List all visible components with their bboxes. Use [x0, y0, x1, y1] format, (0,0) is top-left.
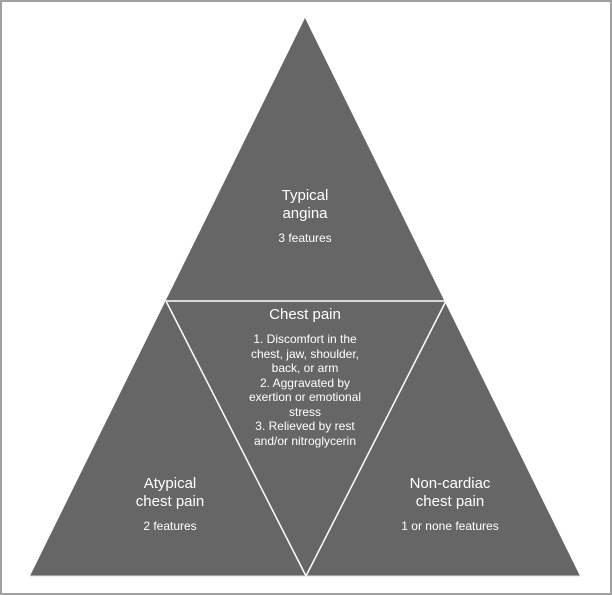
center-section: Chest pain 1. Discomfort in the chest, j… — [205, 306, 405, 448]
center-line: 2. Aggravated by — [259, 375, 351, 390]
divider-left — [165, 300, 307, 577]
top-title-2: angina — [282, 205, 328, 222]
center-line: 3. Relieved by rest — [255, 419, 355, 433]
left-section: Atypical chest pain 2 features — [90, 475, 250, 533]
center-line: 1. Discomfort in the — [253, 332, 357, 346]
left-title-2: chest pain — [135, 493, 205, 510]
top-subtitle: 3 features — [278, 231, 332, 245]
center-lines: 1. Discomfort in the chest, jaw, shoulde… — [205, 332, 405, 448]
center-line: chest, jaw, shoulder, — [250, 346, 360, 361]
right-section: Non-cardiac chest pain 1 or none feature… — [360, 475, 540, 533]
divider-right — [305, 300, 447, 577]
left-title-1: Atypical — [143, 475, 197, 492]
top-section: Typical angina 3 features — [205, 187, 405, 245]
left-subtitle: 2 features — [143, 519, 197, 533]
center-line: exertion or emotional — [248, 390, 362, 404]
center-line: and/or nitroglycerin — [253, 433, 357, 448]
center-line: back, or arm — [271, 361, 339, 375]
top-title-1: Typical — [281, 187, 329, 204]
center-title: Chest pain — [269, 306, 341, 323]
center-line: stress — [288, 404, 321, 419]
outer-triangle — [30, 18, 580, 576]
right-title-2: chest pain — [415, 493, 485, 510]
right-title-1: Non-cardiac — [409, 475, 491, 492]
right-subtitle: 1 or none features — [401, 519, 499, 533]
